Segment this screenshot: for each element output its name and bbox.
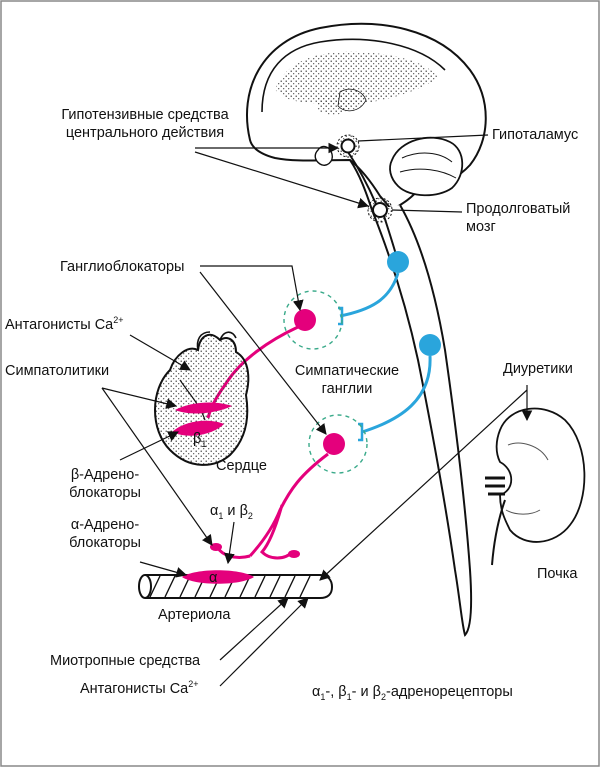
line-hypothalamus [357,134,489,142]
varicosity-2 [288,550,300,558]
cerebellum-folds [399,152,457,179]
label-kidney: Почка [537,566,578,582]
cortex-fold [261,38,446,113]
label-diuretics: Диуретики [503,361,573,377]
receptors-b2: - и β [351,684,381,700]
receptors-s1: 1 [320,691,326,702]
beta1-text: β [193,431,202,447]
label-medulla-line1: Продолговатый [466,201,571,217]
arteriole [138,570,334,599]
receptors-end: -адренорецепторы [386,684,513,700]
arrow-alpha-beta2 [224,521,235,565]
arrow-sympatholytics-heart [101,387,178,409]
label-sympathetic-ganglia-line1: Симпатические [294,363,400,379]
receptors-a: α [312,684,321,700]
label-alpha-blockers-line1: α-Адрено- [70,517,140,533]
alpha1-beta2-s2: 2 [247,510,253,521]
label-myotropic: Миотропные средства [50,653,201,669]
ca-antagonists-bottom-sup: 2+ [188,679,199,690]
label-alpha1-beta2: α1 и β2 [210,502,253,520]
ca-antagonists-top-sup: 2+ [113,315,124,326]
arrow-ganglioblockers-lower [199,271,327,435]
label-hypotensive-line2: центрального действия [65,125,225,141]
alpha1-beta2-mid: и β [223,503,248,519]
kidney [485,407,586,566]
label-adrenoreceptors: α1-, β1- и β2-адренорецепторы [312,683,513,701]
label-hypothalamus: Гипоталамус [492,127,579,143]
cortex-dotted [275,51,438,105]
receptors-b1: -, β [325,684,347,700]
label-ganglioblockers: Ганглиоблокаторы [60,259,185,275]
pituitary [314,145,334,166]
label-heart: Сердце [216,458,267,474]
ganglion-upper-ring [283,290,343,350]
spinal-cord [371,204,473,637]
preganglionic-neuron-lower [358,334,441,442]
receptors-s2: 1 [346,691,352,702]
heart-receptor-beta1 [172,420,224,436]
thalamus-dotted [337,88,367,112]
arrow-ganglioblockers-upper [200,265,304,312]
medulla-node [367,197,393,223]
ganglion-lower-ring [308,414,368,474]
arrow-ca-heart [129,334,191,371]
label-ca-antagonists-bottom: Антагонисты Ca2+ [80,680,199,698]
arrow-betablockers [119,431,179,461]
ganglion-lower-cell [323,433,345,455]
label-alpha-blockers-line2: блокаторы [69,535,141,551]
alpha1-beta2-s1: 1 [218,510,224,521]
arrow-myotropic [219,597,289,661]
label-ca-antagonists-top: Антагонисты Ca2+ [5,316,124,334]
nerve-ending-alpha [216,547,251,559]
ca-antagonists-bottom-text: Антагонисты Ca [80,681,189,697]
arrow-sympatholytics-nerve [101,387,213,546]
label-alpha: α [209,570,218,586]
label-arteriole: Артериола [158,607,231,623]
line-medulla [391,209,463,213]
arrow-alphablockers [139,561,188,578]
receptors-s3: 2 [380,691,386,702]
label-sympathetic-ganglia-line2: ганглии [321,381,373,397]
ureter [491,499,506,566]
postganglionic-to-vessel [248,452,329,560]
arrow-ca-arteriole [219,597,309,687]
varicosity-1 [210,543,222,551]
heart-receptor-upper [175,402,232,414]
alpha-receptor [182,570,254,584]
beta1-sub: 1 [201,438,207,449]
label-beta-blockers-line2: блокаторы [69,485,141,501]
label-beta1: β1 [193,430,206,448]
label-medulla-line2: мозг [466,219,496,235]
arrow-hypotensive-medulla [194,151,370,209]
arrow-diuretics-vessel [319,389,528,581]
leader-lines [101,134,533,687]
label-hypotensive-line1: Гипотензивные средства [61,107,229,123]
label-beta-blockers-line1: β-Адрено- [70,467,140,483]
renal-vessels [485,476,505,496]
ca-antagonists-top-text: Антагонисты Ca [5,317,114,333]
alpha1-beta2-a: α [210,503,219,519]
ganglion-upper-cell [294,309,316,331]
label-sympatholytics: Симпатолитики [5,363,110,379]
